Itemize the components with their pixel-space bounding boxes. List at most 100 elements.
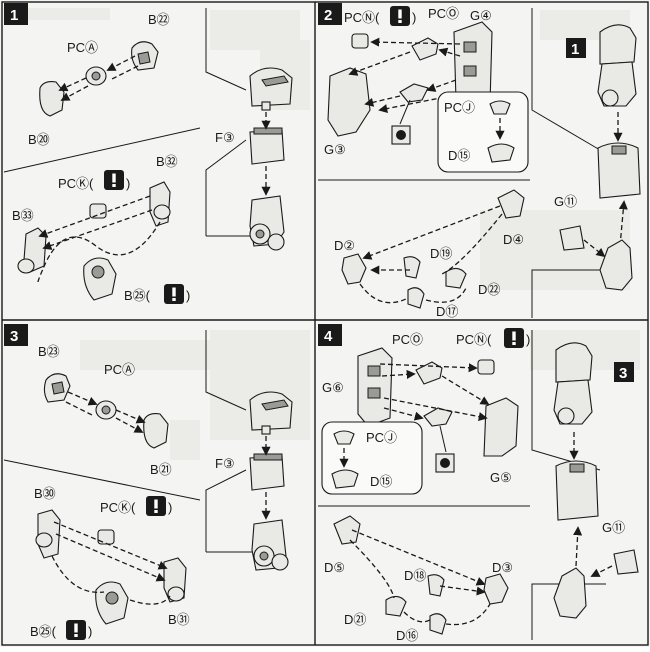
- svg-text:3: 3: [619, 365, 627, 382]
- part-g11: [559, 225, 585, 251]
- pc-j-detail-box: PCⒿ D⑮: [321, 421, 423, 495]
- label-b32: B㉜: [156, 154, 178, 169]
- label-b25: B㉕(: [124, 288, 151, 303]
- b25-caution-icon: [164, 284, 184, 304]
- svg-text:2: 2: [324, 7, 332, 24]
- label-g6: G⑥: [322, 380, 344, 395]
- label-pc-j: PCⒿ: [444, 100, 475, 115]
- label-b22: B㉒: [148, 12, 170, 27]
- part-pc-o: [411, 37, 439, 61]
- label-g5: G⑤: [490, 470, 512, 485]
- label-d16: D⑯: [396, 628, 418, 643]
- part-d18: [427, 574, 445, 597]
- part-g11: [613, 549, 639, 575]
- step-4-panel: 4 PCⓄ PCⓃ( ) G⑥: [318, 324, 639, 643]
- label-d15: D⑮: [370, 474, 392, 489]
- b25-caution-icon: [66, 620, 86, 640]
- assembly-1-head: [249, 67, 293, 111]
- label-b30: B㉚: [34, 486, 56, 501]
- label-f3: F③: [215, 456, 235, 471]
- label-pc-j: PCⒿ: [366, 430, 397, 445]
- label-pc-a: PCⒶ: [67, 40, 98, 55]
- part-b25: [95, 581, 129, 625]
- sticker-seal: [391, 125, 411, 145]
- label-b33: B㉝: [12, 208, 34, 223]
- assembly-3-head: [249, 391, 293, 435]
- assembly-4-body: [555, 460, 599, 521]
- sticker-seal: [435, 453, 455, 473]
- step-2-panel: 2 PCⓃ( ) PCⓄ G④: [318, 3, 641, 319]
- label-d17: D⑰: [436, 304, 458, 319]
- part-d22: [445, 267, 467, 289]
- step-2-badge: 2: [318, 3, 342, 25]
- part-g5: [483, 397, 519, 457]
- part-b21: [143, 413, 169, 449]
- part-b20: [39, 81, 65, 117]
- part-pc-j-small: [399, 83, 429, 103]
- step-4-badge: 4: [318, 324, 342, 346]
- part-d17: [407, 287, 425, 309]
- part-d16: [429, 613, 447, 635]
- pc-n-caution-icon: [504, 328, 524, 348]
- assembly-4-top: [553, 342, 593, 425]
- part-b31: [163, 557, 187, 603]
- part-g3: [327, 67, 371, 137]
- assembly-1-joint: [249, 195, 285, 251]
- label-pc-o: PCⓄ: [428, 6, 459, 21]
- label-d3: D③: [492, 560, 513, 575]
- label-g11: G⑪: [602, 520, 625, 535]
- label-pc-k-close: ): [168, 500, 172, 515]
- label-b25: B㉕(: [30, 624, 57, 639]
- label-d19: D⑲: [430, 246, 452, 261]
- label-d15: D⑮: [448, 148, 470, 163]
- label-pc-k: PCⓀ(: [100, 500, 136, 515]
- step-1-panel: 1 PCⒶ B㉒ B⑳: [3, 3, 293, 304]
- label-b21: B㉑: [150, 462, 172, 477]
- part-b33: [17, 227, 47, 274]
- part-b22: [131, 41, 159, 71]
- part-f3: [249, 127, 285, 165]
- label-b31: B㉛: [168, 612, 190, 627]
- part-pc-a: [85, 66, 107, 86]
- part-b25: [83, 257, 117, 301]
- step-ref-3-badge: 3: [614, 362, 634, 382]
- part-b23: [43, 373, 71, 403]
- part-d19: [403, 256, 421, 279]
- label-pc-n: PCⓃ(: [344, 10, 380, 25]
- part-pc-j-small: [423, 407, 453, 427]
- label-b25-close: ): [186, 288, 190, 303]
- label-d2: D②: [334, 238, 355, 253]
- step-ref-1-badge: 1: [566, 38, 586, 58]
- label-pc-a: PCⒶ: [104, 362, 135, 377]
- pc-j-detail-box: PCⒿ D⑮: [437, 91, 529, 173]
- part-d3: [483, 573, 509, 605]
- label-pc-k-close: ): [126, 176, 130, 191]
- assembly-2-body: [597, 142, 641, 199]
- svg-text:1: 1: [571, 41, 579, 58]
- label-f3: F③: [215, 130, 235, 145]
- part-pc-o: [415, 361, 443, 385]
- step-1-badge: 1: [4, 3, 28, 25]
- svg-text:1: 1: [10, 7, 18, 24]
- part-b32: [149, 181, 171, 227]
- part-d4: [497, 189, 525, 219]
- svg-text:4: 4: [324, 328, 333, 345]
- part-f3: [249, 453, 285, 491]
- label-pc-o: PCⓄ: [392, 332, 423, 347]
- label-b25-close: ): [88, 624, 92, 639]
- label-pc-n-close: ): [412, 10, 416, 25]
- part-d5: [333, 515, 361, 545]
- label-b20: B⑳: [28, 132, 50, 147]
- label-d18: D⑱: [404, 568, 426, 583]
- label-g3: G③: [324, 142, 346, 157]
- assembly-4-foot: [553, 567, 587, 619]
- label-d22: D㉒: [478, 282, 500, 297]
- label-g4: G④: [470, 8, 492, 23]
- step-3-badge: 3: [4, 324, 28, 346]
- assembly-2-foot: [599, 239, 633, 291]
- label-pc-n-close: ): [526, 332, 530, 347]
- part-pc-a: [95, 400, 117, 420]
